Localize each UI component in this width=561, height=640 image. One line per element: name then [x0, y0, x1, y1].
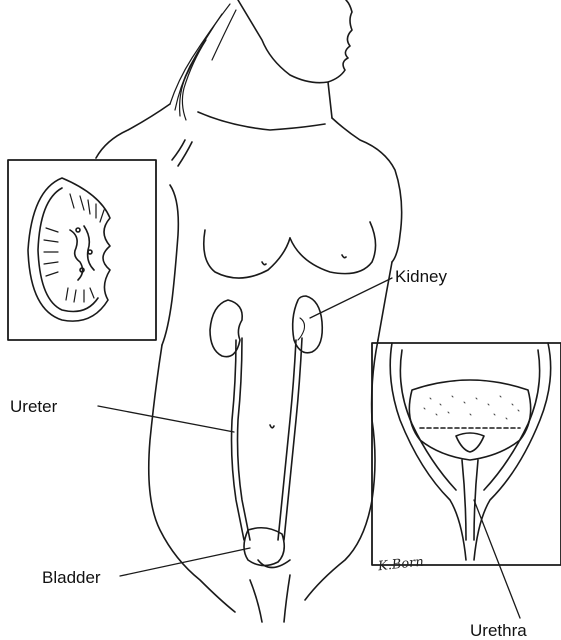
ureters: [232, 338, 303, 540]
urethra-label: Urethra: [470, 622, 527, 639]
leader-lines: [98, 278, 520, 618]
right-kidney: [293, 296, 323, 353]
bladder-leader: [120, 548, 250, 576]
kidney-leader: [310, 278, 392, 318]
ureter-label: Ureter: [10, 398, 57, 415]
left-kidney: [210, 300, 242, 357]
ureter-leader: [98, 406, 234, 432]
torso-outline: [96, 104, 402, 622]
head-outline: [238, 0, 352, 118]
bladder-inset: [372, 343, 561, 565]
kidney-inset: [8, 160, 156, 340]
kidney-label: Kidney: [395, 268, 447, 285]
hair: [170, 4, 236, 120]
urethra-leader: [474, 500, 520, 618]
bladder-label: Bladder: [42, 569, 101, 586]
